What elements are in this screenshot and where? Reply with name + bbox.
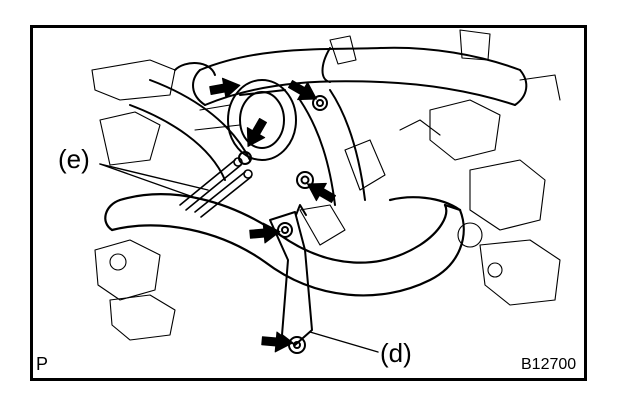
arrow-4 bbox=[307, 182, 337, 203]
corner-letter: P bbox=[36, 354, 49, 374]
round-housing bbox=[227, 79, 328, 165]
arrow-5 bbox=[249, 222, 281, 244]
arrow-6 bbox=[261, 331, 293, 353]
left-hose bbox=[129, 79, 251, 181]
arrow-3 bbox=[246, 117, 267, 147]
lower-hose bbox=[104, 193, 465, 297]
figure-code: B12700 bbox=[521, 356, 577, 373]
studs bbox=[179, 157, 253, 218]
leader-lines bbox=[99, 163, 379, 353]
vertical-pipe bbox=[296, 89, 366, 206]
arrow-2 bbox=[287, 80, 317, 101]
arrows bbox=[209, 77, 337, 353]
label-e: (e) bbox=[58, 144, 90, 174]
arrow-1 bbox=[209, 77, 241, 99]
upper-hose bbox=[174, 46, 528, 106]
label-d: (d) bbox=[380, 338, 412, 368]
bracket-d bbox=[269, 204, 313, 354]
